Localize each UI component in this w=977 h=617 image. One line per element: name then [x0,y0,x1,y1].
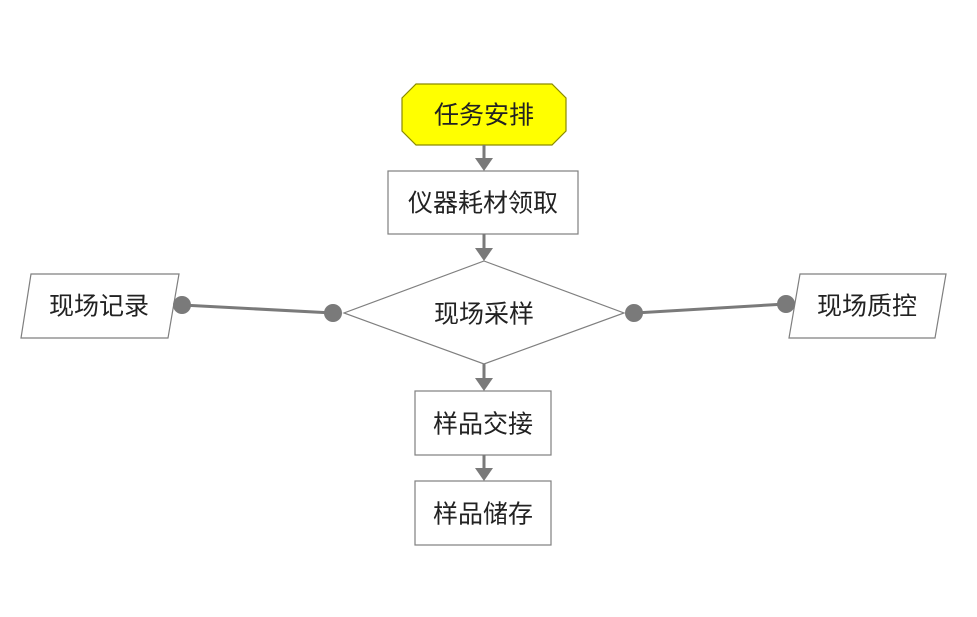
connector-task-to-equipment [475,145,493,171]
field-sampling-label: 现场采样 [434,300,534,329]
equipment-collection-label: 仪器耗材领取 [408,189,558,218]
connector-sampling-to-qc [625,295,795,322]
connector-handover-to-storage [475,455,493,481]
equipment-collection-box [387,170,579,235]
connector-equipment-to-sampling [475,234,493,261]
connector-sampling-to-handover [475,364,493,391]
node-field-qc[interactable]: 现场质控 [788,273,947,339]
task-arrangement-label: 任务安排 [434,101,534,130]
connector-endpoint-dot [777,295,795,313]
sample-handover-box [414,390,552,456]
connector-endpoint-dot [625,304,643,322]
node-sample-storage[interactable]: 样品储存 [414,480,552,546]
connector-endpoint-dot [324,304,342,322]
node-equipment-collection[interactable]: 仪器耗材领取 [387,170,579,235]
node-task-arrangement[interactable]: 任务安排 [401,83,567,146]
node-sample-handover[interactable]: 样品交接 [414,390,552,456]
sample-storage-label: 样品储存 [433,500,533,529]
field-record-label: 现场记录 [49,292,149,321]
field-qc-label: 现场质控 [817,292,917,321]
field-record-shape [20,273,180,339]
field-qc-shape [788,273,947,339]
task-arrangement-shape [401,83,567,146]
node-field-record[interactable]: 现场记录 [20,273,180,339]
sample-handover-label: 样品交接 [433,410,533,439]
node-field-sampling[interactable]: 现场采样 [342,260,626,365]
connector-record-to-sampling [173,296,342,322]
sample-storage-box [414,480,552,546]
connector-endpoint-dot [173,296,191,314]
